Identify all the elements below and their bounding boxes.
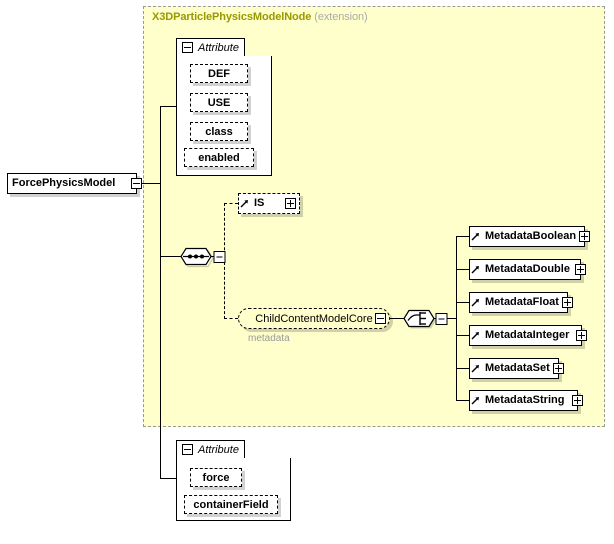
attribute-force[interactable]: force bbox=[190, 468, 242, 487]
connector-trunk-to-attribute-top bbox=[160, 106, 176, 107]
connector-metadata-stub-1 bbox=[456, 269, 469, 270]
element-ref-icon bbox=[470, 261, 481, 279]
plus-icon[interactable] bbox=[575, 264, 586, 275]
attribute-use[interactable]: USE bbox=[190, 93, 248, 112]
minus-icon[interactable] bbox=[131, 178, 142, 189]
plus-icon[interactable] bbox=[562, 297, 573, 308]
attribute-group-top-tab[interactable]: Attribute bbox=[176, 38, 245, 56]
connector-metadata-stub-3 bbox=[456, 335, 469, 336]
element-metadata-double-label: MetadataDouble bbox=[485, 263, 570, 275]
element-metadata-float[interactable]: MetadataFloat bbox=[469, 292, 573, 313]
element-is-label: IS bbox=[254, 197, 265, 209]
extension-base-type-text: X3DParticlePhysicsModelNode bbox=[152, 11, 312, 23]
model-group-sublabel: metadata bbox=[248, 333, 290, 344]
extension-kind-text: (extension) bbox=[314, 11, 368, 23]
attribute-group-bottom-tab[interactable]: Attribute bbox=[176, 440, 245, 458]
plus-icon[interactable] bbox=[285, 198, 296, 209]
connector-branch-to-child-content-model bbox=[224, 318, 238, 319]
element-force-physics-model[interactable]: ForcePhysicsModel bbox=[7, 173, 142, 194]
attribute-enabled-label: enabled bbox=[198, 151, 240, 164]
plus-icon[interactable] bbox=[576, 330, 587, 341]
minus-icon[interactable] bbox=[182, 42, 193, 53]
connector-metadata-stub-2 bbox=[456, 302, 469, 303]
element-ref-icon bbox=[470, 228, 481, 246]
attribute-container-field-label: containerField bbox=[193, 498, 269, 511]
connector-trunk-to-sequence bbox=[160, 256, 174, 257]
attribute-def-label: DEF bbox=[208, 67, 230, 80]
attribute-class-label: class bbox=[205, 125, 233, 138]
element-ref-icon bbox=[470, 360, 481, 378]
connector-root-to-trunk bbox=[137, 183, 161, 184]
plus-icon[interactable] bbox=[579, 231, 590, 242]
element-ref-icon bbox=[470, 392, 481, 410]
element-metadata-integer[interactable]: MetadataInteger bbox=[469, 325, 587, 346]
sequence-compositor[interactable] bbox=[174, 245, 226, 268]
connector-metadata-trunk bbox=[456, 236, 457, 400]
element-metadata-string-label: MetadataString bbox=[485, 394, 565, 406]
element-force-physics-model-label: ForcePhysicsModel bbox=[12, 177, 116, 189]
element-metadata-boolean[interactable]: MetadataBoolean bbox=[469, 226, 590, 247]
element-metadata-boolean-label: MetadataBoolean bbox=[485, 230, 577, 242]
connector-trunk-to-attribute-bottom bbox=[160, 478, 176, 479]
attribute-enabled[interactable]: enabled bbox=[184, 148, 254, 167]
choice-compositor[interactable] bbox=[402, 307, 448, 330]
connector-branch-to-is bbox=[224, 203, 238, 204]
element-is[interactable]: IS bbox=[238, 193, 300, 214]
attribute-container-field[interactable]: containerField bbox=[184, 495, 278, 514]
attribute-force-label: force bbox=[202, 471, 230, 484]
connector-main-trunk bbox=[160, 106, 161, 479]
model-group-child-content-model-core[interactable]: ChildContentModelCore bbox=[238, 308, 390, 329]
attribute-class[interactable]: class bbox=[190, 122, 248, 141]
element-ref-icon bbox=[470, 327, 481, 345]
element-metadata-set[interactable]: MetadataSet bbox=[469, 358, 564, 379]
element-ref-icon bbox=[239, 195, 250, 213]
attribute-group-top-tab-label: Attribute bbox=[198, 41, 239, 54]
connector-metadata-stub-4 bbox=[456, 368, 469, 369]
model-group-child-content-model-core-label: ChildContentModelCore bbox=[255, 312, 373, 325]
element-metadata-set-label: MetadataSet bbox=[485, 362, 550, 374]
element-ref-icon bbox=[470, 294, 481, 312]
element-metadata-string[interactable]: MetadataString bbox=[469, 390, 583, 411]
attribute-def[interactable]: DEF bbox=[190, 64, 248, 83]
attribute-group-bottom-tab-label: Attribute bbox=[198, 443, 239, 456]
connector-metadata-stub-5 bbox=[456, 400, 469, 401]
element-metadata-integer-label: MetadataInteger bbox=[485, 329, 570, 341]
connector-child-content-to-choice bbox=[390, 318, 402, 319]
plus-icon[interactable] bbox=[553, 363, 564, 374]
extension-base-type-label: X3DParticlePhysicsModelNode (extension) bbox=[152, 11, 368, 23]
minus-icon[interactable] bbox=[182, 444, 193, 455]
element-metadata-float-label: MetadataFloat bbox=[485, 296, 559, 308]
plus-icon[interactable] bbox=[572, 395, 583, 406]
element-metadata-double[interactable]: MetadataDouble bbox=[469, 259, 586, 280]
minus-icon[interactable] bbox=[375, 313, 386, 324]
attribute-use-label: USE bbox=[207, 96, 231, 109]
connector-choice-to-metadata-trunk bbox=[441, 318, 457, 319]
connector-metadata-stub-0 bbox=[456, 236, 469, 237]
